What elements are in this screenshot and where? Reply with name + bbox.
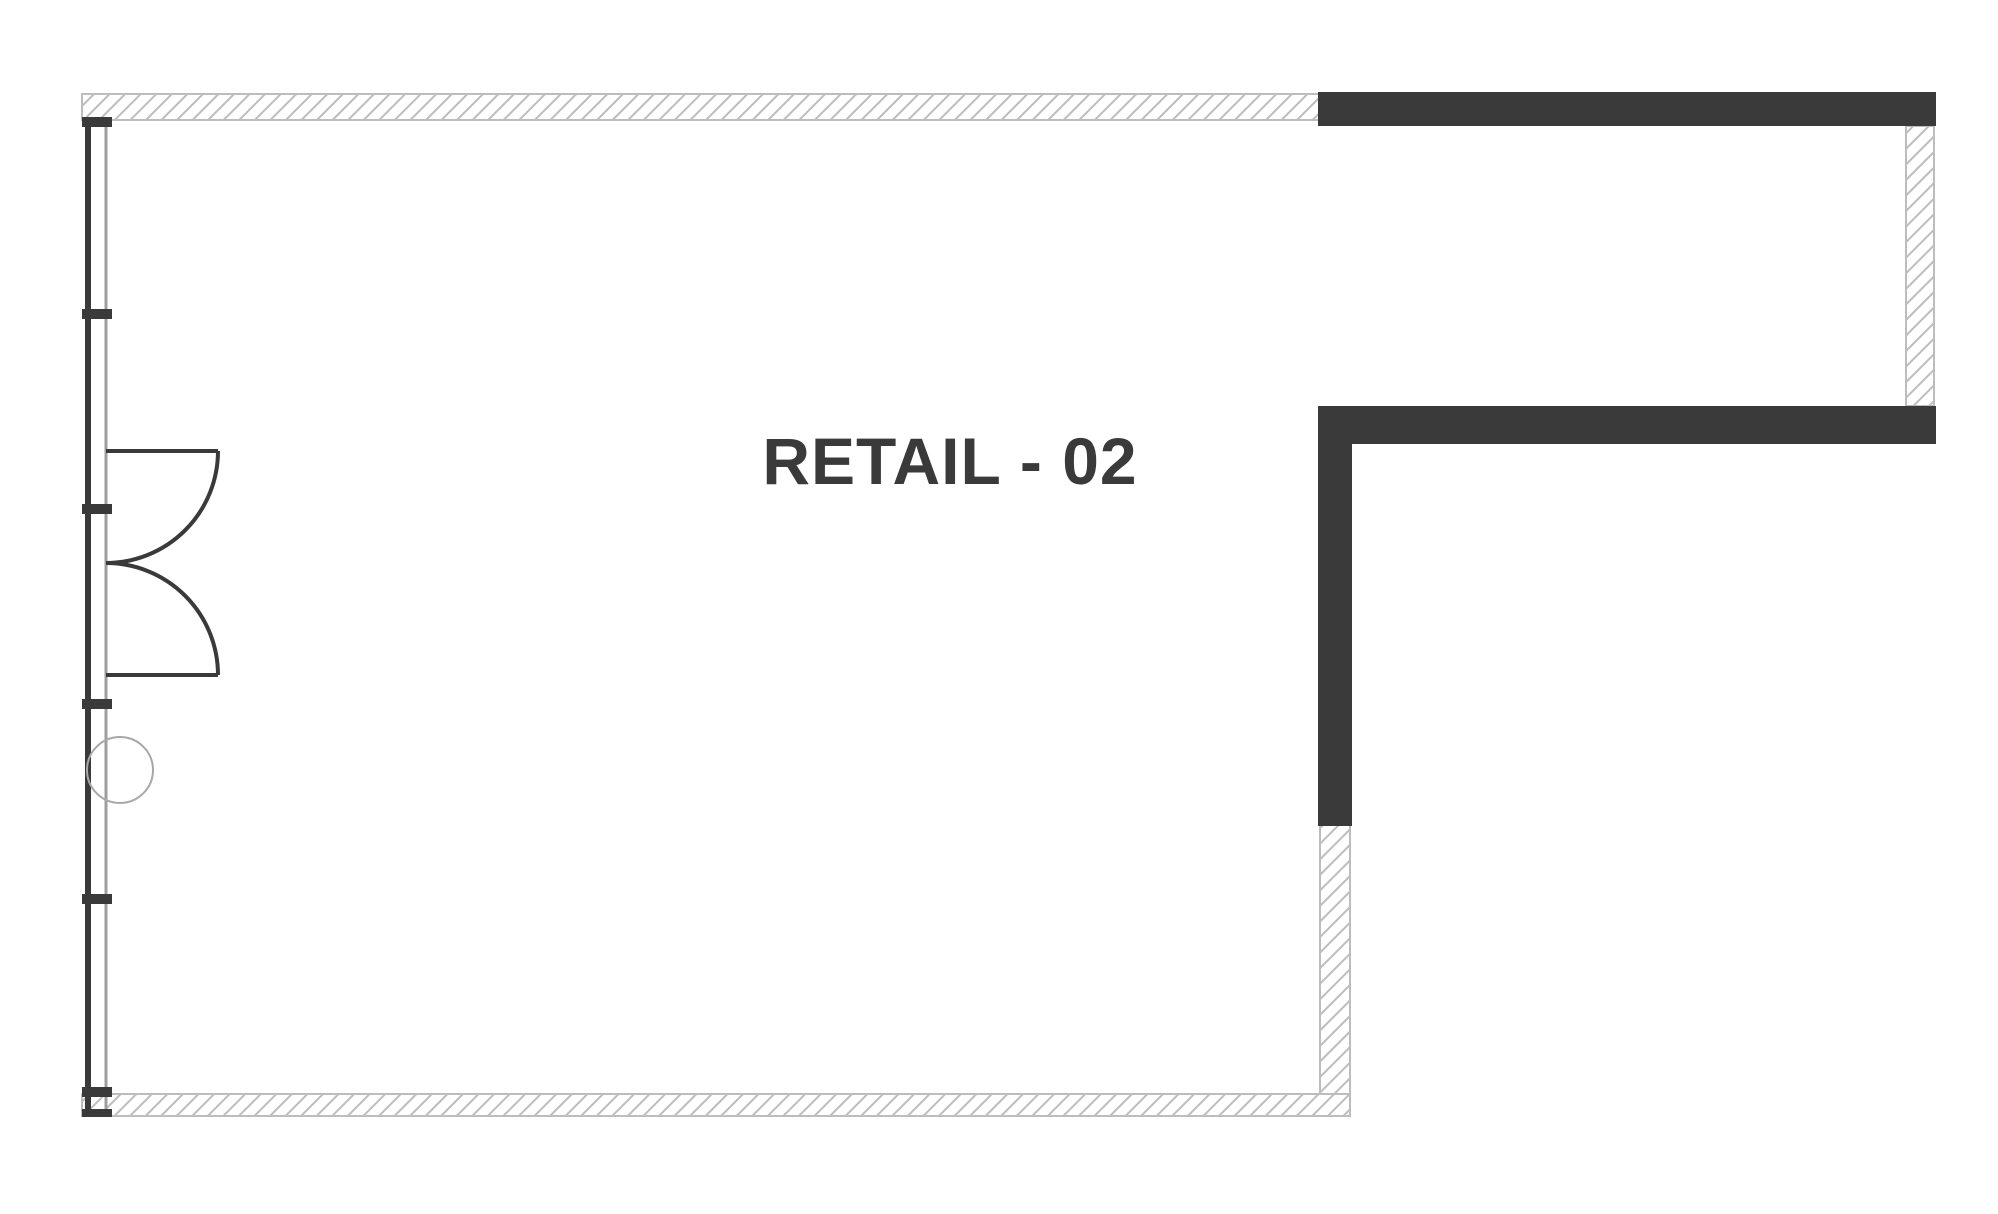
storefront-glazing — [82, 117, 112, 1117]
hatched-wall-top — [81, 93, 1321, 121]
door-swing-upper — [105, 450, 220, 565]
mullion — [82, 309, 112, 319]
solid-wall-vertical — [1318, 406, 1352, 826]
mullion — [82, 504, 112, 514]
double-swing-door-icon — [105, 449, 220, 677]
hatched-wall-right-lower — [1319, 823, 1351, 1095]
solid-wall-top — [1318, 92, 1936, 126]
mullion — [82, 117, 112, 127]
room-label: RETAIL - 02 — [762, 424, 1137, 498]
mullion — [82, 699, 112, 709]
solid-wall-middle — [1318, 406, 1936, 444]
mullion — [82, 1109, 112, 1117]
circle-marker-icon — [86, 736, 154, 804]
mullion — [82, 1087, 112, 1097]
door-swing-lower — [105, 561, 220, 676]
hatched-wall-bottom — [81, 1093, 1351, 1117]
mullion — [82, 894, 112, 904]
hatched-wall-far-right — [1905, 125, 1935, 407]
